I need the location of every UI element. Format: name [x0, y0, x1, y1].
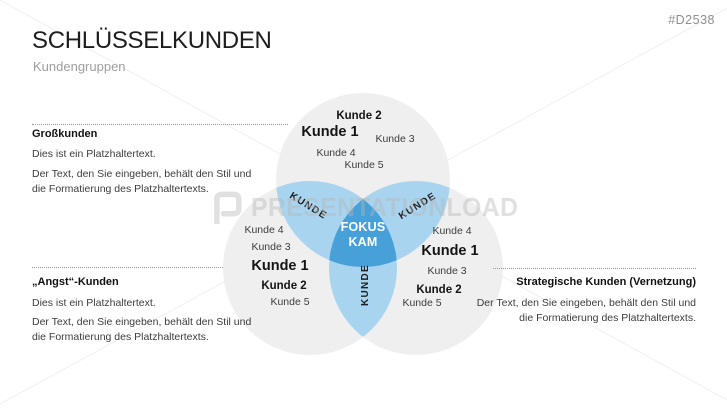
callout-bottom-left-para2: Der Text, den Sie eingeben, behält den S…: [32, 315, 251, 345]
left-circle-label: Kunde 2: [261, 280, 306, 292]
right-circle-label: Kunde 5: [402, 297, 441, 309]
callout-top-left-para2-line2: die Formatierung des Platzhaltertexts.: [32, 182, 209, 195]
callout-bottom-left-para1: Dies ist ein Platzhaltertext.: [32, 297, 156, 309]
callout-bottom-left-leader-line: [32, 267, 223, 268]
page-title: SCHLÜSSELKUNDEN: [32, 27, 272, 54]
callout-right-heading: Strategische Kunden (Vernetzung): [516, 276, 696, 288]
top-circle-label: Kunde 5: [344, 159, 383, 171]
callout-top-left-leader-line: [32, 124, 288, 125]
right-circle-label: Kunde 2: [416, 284, 461, 296]
left-circle-label: Kunde 3: [251, 241, 290, 253]
top-circle-label: Kunde 3: [375, 133, 414, 145]
callout-top-left-para1: Dies ist ein Platzhaltertext.: [32, 148, 156, 160]
left-circle-label: Kunde 1: [251, 258, 308, 274]
callout-top-left-para2: Der Text, den Sie eingeben, behält den S…: [32, 167, 251, 197]
callout-right-leader-line: [493, 268, 696, 269]
center-intersection: [329, 181, 397, 267]
callout-bottom-left-heading: „Angst“-Kunden: [32, 276, 119, 288]
right-circle-label: Kunde 3: [427, 265, 466, 277]
slide-code: #D2538: [668, 13, 715, 27]
callout-right-para1-line2: die Formatierung des Platzhaltertexts.: [519, 311, 696, 324]
callout-bottom-left-para2-line1: Der Text, den Sie eingeben, behält den S…: [32, 316, 252, 328]
right-circle-label: Kunde 1: [421, 243, 478, 259]
callout-right-para1: Der Text, den Sie eingeben, behält den S…: [477, 296, 696, 326]
petal-label-bottom: KUNDE: [360, 264, 371, 306]
right-circle-label: Kunde 4: [432, 225, 471, 237]
top-circle-label: Kunde 1: [301, 124, 358, 140]
center-label-line2: KAM: [348, 235, 377, 249]
page-subtitle: Kundengruppen: [33, 59, 126, 74]
top-circle-label: Kunde 4: [316, 147, 355, 159]
top-circle-label: Kunde 2: [336, 110, 381, 122]
left-circle-label: Kunde 4: [244, 224, 283, 236]
callout-top-left-heading: Großkunden: [32, 128, 98, 140]
left-circle-label: Kunde 5: [270, 296, 309, 308]
center-label-line1: FOKUS: [341, 220, 386, 234]
callout-top-left-para2-line1: Der Text, den Sie eingeben, behält den S…: [32, 168, 252, 180]
callout-right-para1-line1: Der Text, den Sie eingeben, behält den S…: [476, 297, 696, 309]
callout-bottom-left-para2-line2: die Formatierung des Platzhaltertexts.: [32, 330, 209, 343]
